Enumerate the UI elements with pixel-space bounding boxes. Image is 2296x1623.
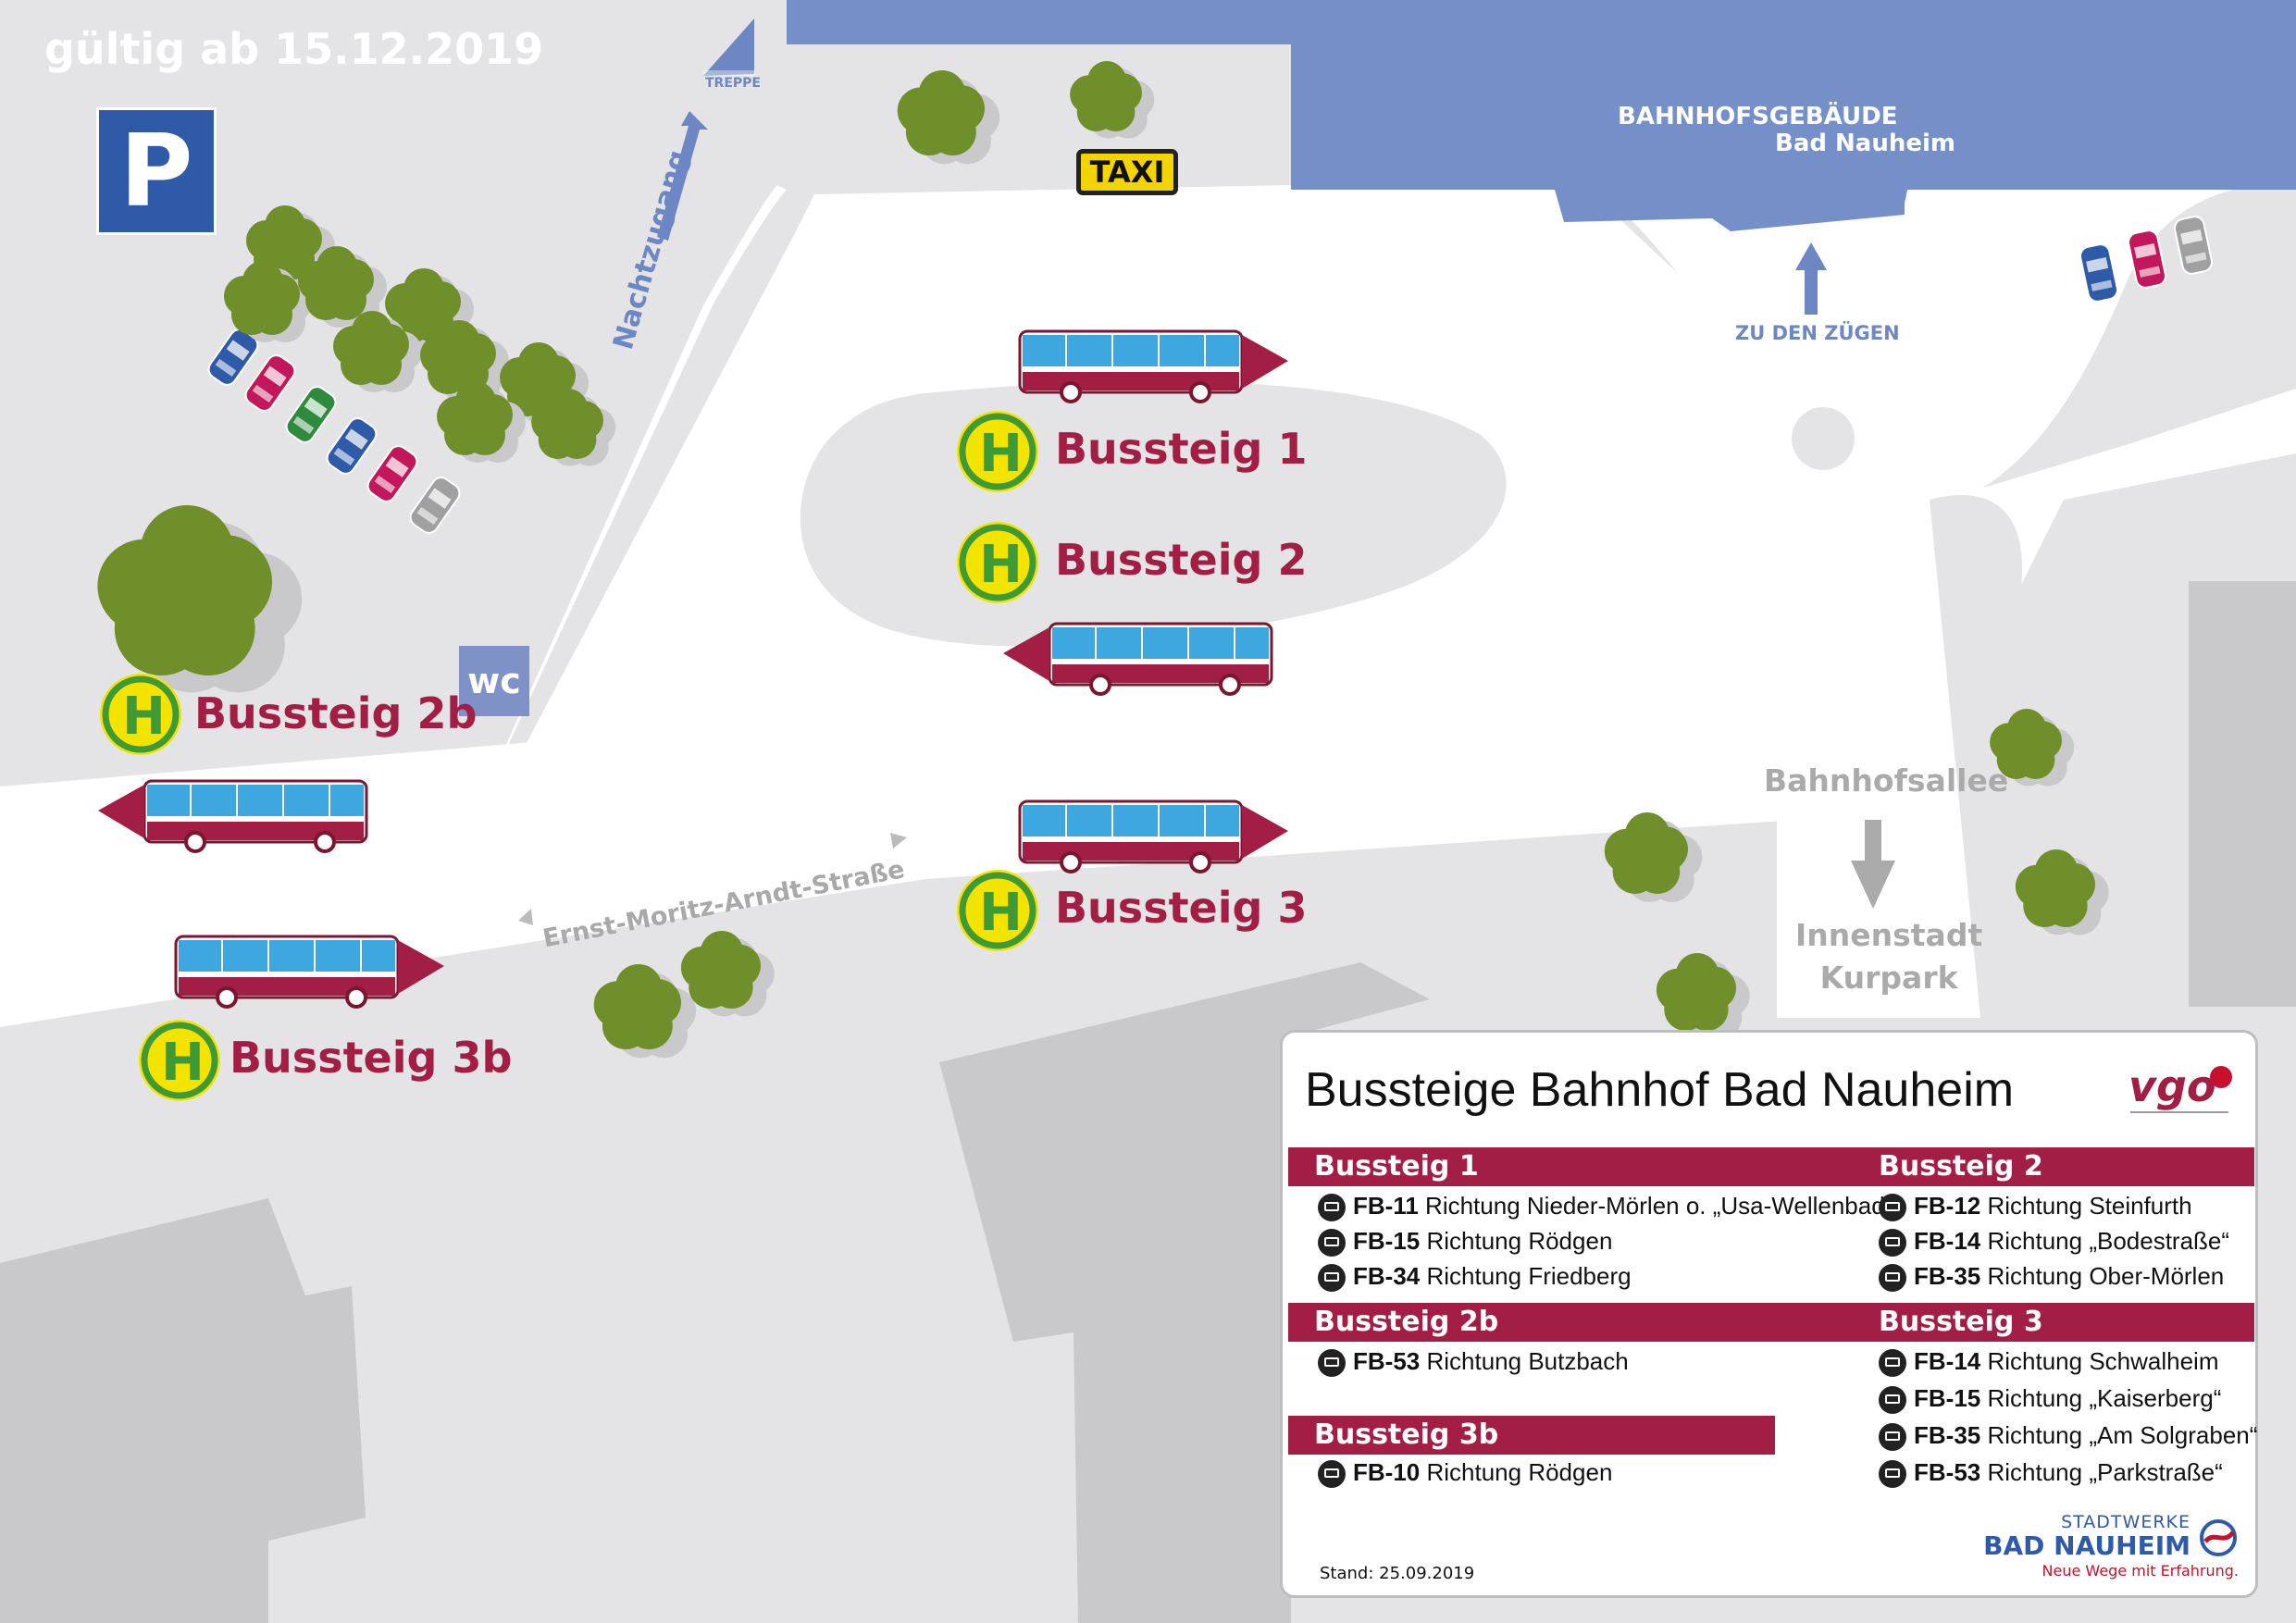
- legend-title: Bussteige Bahnhof Bad Nauheim: [1305, 1063, 2015, 1117]
- stop-symbol: H: [161, 1033, 205, 1093]
- bus-icon: [1879, 1349, 1906, 1378]
- bus-icon: [1879, 1423, 1906, 1452]
- arrow-up-icon: [1795, 242, 1827, 315]
- bus-icon: [1318, 1460, 1346, 1489]
- station-building-sublabel: Bad Nauheim: [1775, 130, 1955, 157]
- kurpark-label: Kurpark: [1819, 960, 1958, 996]
- legend-box: Bussteige Bahnhof Bad Nauheim vgo Busste…: [1280, 1030, 2258, 1598]
- stop-symbol: H: [979, 883, 1023, 943]
- night-access-arrow-icon: [657, 111, 708, 241]
- innenstadt-label: Innenstadt: [1795, 917, 1983, 953]
- station-building-label: BAHNHOFSGEBÄUDE: [1618, 103, 1898, 130]
- list-item: FB-35 Richtung „Am Solgraben“: [1879, 1419, 2257, 1452]
- stop-symbol: H: [979, 535, 1023, 595]
- bus-icon: [1318, 1229, 1346, 1258]
- innenstadt-kurpark-label: Innenstadt Kurpark: [1795, 914, 1982, 999]
- bus-icon: [1879, 1229, 1906, 1258]
- wc-icon: wc: [459, 646, 529, 716]
- list-item: FB-15 Richtung Rödgen: [1318, 1225, 1612, 1258]
- section-header-bussteig-2: Bussteig 2: [1879, 1150, 2043, 1183]
- bus-bussteig-3b: [174, 935, 444, 1009]
- list-item: FB-10 Richtung Rödgen: [1318, 1456, 1612, 1489]
- list-item: FB-34 Richtung Friedberg: [1318, 1260, 1632, 1293]
- bus-icon: [1318, 1264, 1346, 1293]
- list-item: FB-35 Richtung Ober-Mörlen: [1879, 1260, 2224, 1293]
- stairs-icon: [703, 19, 755, 76]
- bus-bussteig-1: [1018, 329, 1288, 403]
- bus-icon: [1879, 1460, 1906, 1489]
- stand-date: Stand: 25.09.2019: [1320, 1564, 1475, 1583]
- list-item: FB-12 Richtung Steinfurth: [1879, 1190, 2192, 1222]
- stop-symbol: H: [979, 424, 1023, 484]
- section-bar: [1288, 1147, 2254, 1186]
- stop-symbol: H: [122, 687, 166, 747]
- parking-icon: P: [96, 107, 217, 235]
- bus-icon: [1318, 1194, 1346, 1222]
- stairs-label: TREPPE: [705, 76, 761, 91]
- stop-label-bussteig-3: Bussteig 3: [1055, 883, 1308, 933]
- section-header-bussteig-2b: Bussteig 2b: [1314, 1306, 1499, 1338]
- bus-icon: [1318, 1349, 1346, 1378]
- list-item: FB-11 Richtung Nieder-Mörlen o. „Usa-Wel…: [1318, 1190, 1893, 1222]
- section-header-bussteig-3: Bussteig 3: [1879, 1306, 2043, 1338]
- list-item: FB-14 Richtung „Bodestraße“: [1879, 1225, 2229, 1258]
- bus-bussteig-2b: [98, 779, 368, 853]
- vgo-logo-icon: vgo: [2128, 1061, 2232, 1113]
- stop-label-bussteig-1: Bussteig 1: [1055, 424, 1308, 474]
- bus-icon: [1879, 1194, 1906, 1222]
- taxi-icon: TAXI: [1076, 149, 1178, 195]
- stadtwerke-logo-icon: [2200, 1519, 2237, 1556]
- list-item: FB-14 Richtung Schwalheim: [1879, 1345, 2219, 1378]
- bus-bussteig-2: [1003, 622, 1273, 696]
- validity-date: gültig ab 15.12.2019: [44, 24, 544, 74]
- section-header-bussteig-1: Bussteig 1: [1314, 1150, 1479, 1183]
- bus-bussteig-3: [1018, 799, 1288, 873]
- operator-slogan: Neue Wege mit Erfahrung.: [2042, 1562, 2239, 1580]
- section-bar: [1288, 1303, 2254, 1342]
- to-trains-label: ZU DEN ZÜGEN: [1735, 322, 1900, 344]
- list-item: FB-53 Richtung „Parkstraße“: [1879, 1456, 2223, 1489]
- svg-text:vgo: vgo: [2128, 1061, 2216, 1111]
- list-item: FB-53 Richtung Butzbach: [1318, 1345, 1629, 1378]
- operator-top: STADTWERKE: [2061, 1512, 2191, 1532]
- stop-label-bussteig-2: Bussteig 2: [1055, 535, 1308, 585]
- bus-icon: [1879, 1386, 1906, 1415]
- stop-label-bussteig-2b: Bussteig 2b: [194, 688, 478, 738]
- bus-icon: [1879, 1264, 1906, 1293]
- stop-label-bussteig-3b: Bussteig 3b: [230, 1033, 513, 1083]
- bahnhofsallee-label: Bahnhofsallee: [1764, 762, 2009, 799]
- operator-name: BAD NAUHEIM: [1983, 1530, 2191, 1561]
- section-header-bussteig-3b: Bussteig 3b: [1288, 1416, 1775, 1455]
- arrow-down-icon: [1851, 820, 1895, 909]
- list-item: FB-15 Richtung „Kaiserberg“: [1879, 1382, 2221, 1415]
